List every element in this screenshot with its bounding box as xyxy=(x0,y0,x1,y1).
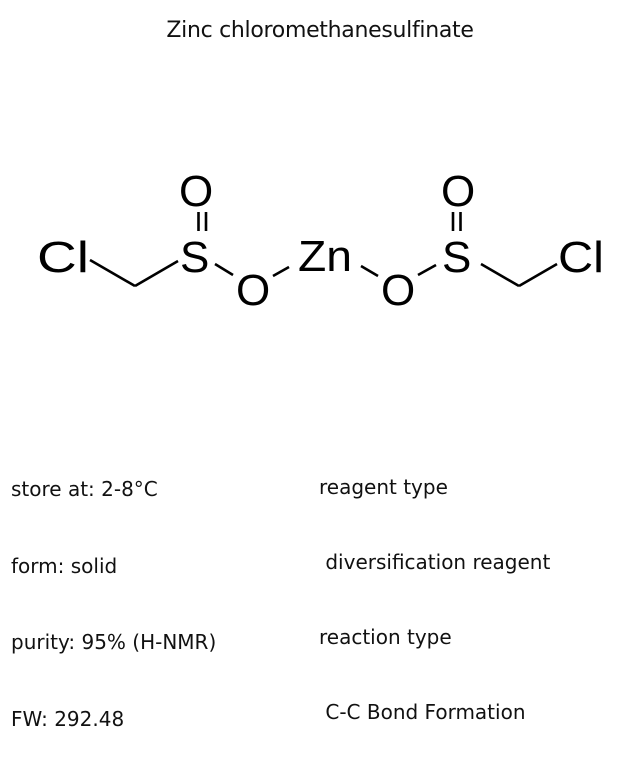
compound-title: Zinc chloromethanesulfinate xyxy=(166,18,474,43)
reaction-type-label: reaction type xyxy=(319,625,452,649)
properties-panel: store at: 2-8°C form: solid purity: 95% … xyxy=(11,426,216,758)
bond-o-zn-left xyxy=(272,265,290,278)
atom-o-bridge-right: O xyxy=(381,266,415,315)
bonds xyxy=(89,212,558,288)
atoms: Cl O S O Zn O S O Cl xyxy=(37,167,604,315)
bond-s-ch2-right xyxy=(480,262,520,288)
reagent-type-value: diversification reagent xyxy=(319,550,551,574)
bond-s-o-left xyxy=(214,262,234,277)
storage-temperature: store at: 2-8°C xyxy=(11,477,158,501)
structure-diagram: Cl O S O Zn O S O Cl xyxy=(37,167,604,315)
atom-cl-left: Cl xyxy=(37,233,89,282)
atom-cl-right: Cl xyxy=(558,233,604,282)
reaction-type-value: C-C Bond Formation xyxy=(319,700,526,724)
bond-cl-ch2-left xyxy=(89,258,136,288)
bond-ch2-cl-right xyxy=(518,262,558,288)
classification-panel: reagent type diversification reagent rea… xyxy=(319,425,550,750)
atom-s-right: S xyxy=(442,233,471,282)
bond-o-s-right xyxy=(417,263,437,277)
atom-o-top-left: O xyxy=(179,167,213,216)
physical-form: form: solid xyxy=(11,553,118,578)
reagent-type-label: reagent type xyxy=(319,475,448,499)
atom-zn: Zn xyxy=(298,232,352,281)
bond-ch2-s-left xyxy=(134,259,179,288)
atom-o-bridge-left: O xyxy=(236,266,270,315)
purity: purity: 95% (H-NMR) xyxy=(11,630,217,654)
atom-o-top-right: O xyxy=(441,167,475,216)
atom-s-left: S xyxy=(180,233,209,282)
bond-zn-o-right xyxy=(360,264,379,278)
formula-weight: FW: 292.48 xyxy=(11,706,125,731)
